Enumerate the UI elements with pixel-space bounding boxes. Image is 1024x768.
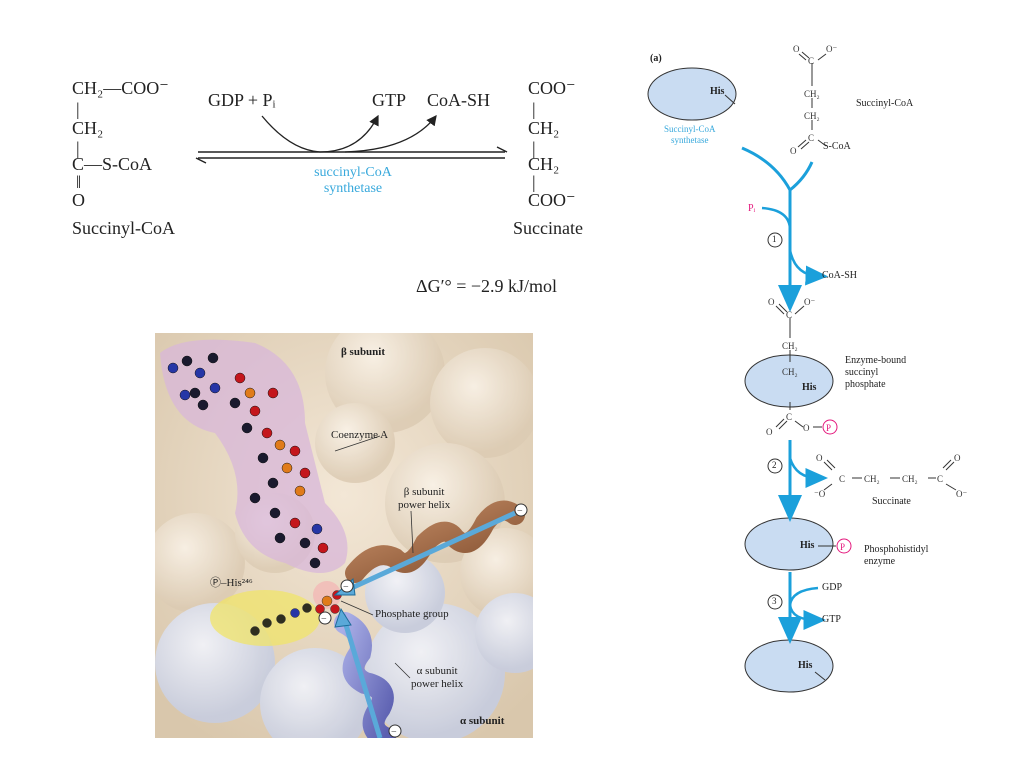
- gdp-pi-label: GDP + Pᵢ: [208, 90, 276, 110]
- intermediate-label-line2: succinyl: [845, 367, 879, 378]
- enzyme-ellipse-2: [744, 354, 834, 408]
- svg-text:O: O: [766, 427, 773, 437]
- svg-text:C: C: [808, 133, 814, 143]
- svg-text:−: −: [321, 614, 327, 625]
- beta-subunit-label: β subunit: [341, 346, 386, 358]
- svg-text:CH₂: CH₂: [782, 341, 798, 351]
- svg-text:C: C: [937, 474, 943, 484]
- p-bond-3: |: [532, 172, 536, 192]
- phosphohistidyl-label-line1: Phosphohistidyl: [864, 544, 929, 555]
- svg-text:CH₂: CH₂: [804, 89, 820, 99]
- step-1: 1: [772, 234, 777, 244]
- svg-text:P: P: [840, 542, 845, 552]
- structure-illustration: − − − −: [155, 333, 533, 738]
- panel-label: (a): [650, 53, 662, 64]
- gtp-label: GTP: [372, 90, 407, 110]
- his-label-4: His: [798, 660, 813, 671]
- intermediate-label: Enzyme-bound succinyl phosphate: [845, 355, 906, 391]
- intermediate-label-line3: phosphate: [845, 379, 886, 390]
- step-3: 3: [772, 596, 777, 606]
- phospho-his-label: Ⓟ–His²⁴⁶: [210, 577, 253, 589]
- enzyme-label: succinyl-CoA synthetase: [306, 165, 400, 197]
- step-2: 2: [772, 460, 777, 470]
- svg-text:O: O: [954, 453, 961, 463]
- enzyme-label-line2: synthetase: [323, 181, 383, 196]
- svg-text:O: O: [790, 146, 797, 156]
- enzyme-name: Succinyl-CoA synthetase: [664, 124, 716, 146]
- delta-g: ΔG′° = −2.9 kJ/mol: [416, 276, 558, 296]
- beta-helix-label-line2: power helix: [398, 499, 451, 511]
- double-bond: ‖: [76, 172, 82, 192]
- p-bond-2: |: [532, 138, 536, 158]
- svg-text:CH₂: CH₂: [864, 474, 880, 484]
- his-label-2: His: [802, 382, 817, 393]
- gdp-to-gtp-curve: [261, 114, 379, 153]
- svg-text:O⁻: O⁻: [956, 489, 967, 499]
- alpha-helix-label-line2: power helix: [411, 678, 464, 690]
- svg-text:CH₂: CH₂: [902, 474, 918, 484]
- alpha-helix-label: α subunit power helix: [411, 665, 463, 691]
- enzyme-label-line1: succinyl-CoA: [314, 165, 392, 180]
- his-label-3: His: [800, 540, 815, 551]
- enzyme-ellipse-3: [744, 517, 834, 571]
- svg-text:P: P: [826, 423, 831, 433]
- svg-text:C: C: [839, 474, 845, 484]
- beta-helix-label: β subunit power helix: [398, 486, 450, 512]
- svg-text:C: C: [786, 412, 792, 422]
- product-line2: CH₂: [528, 118, 560, 138]
- bond-1: |: [76, 99, 80, 119]
- svg-text:⁻O: ⁻O: [814, 489, 826, 499]
- coash-release-curve: [344, 114, 437, 153]
- coenzyme-a-label: Coenzyme A: [331, 429, 389, 441]
- product-line1: COO⁻: [528, 78, 576, 98]
- product-line3: CH₂: [528, 154, 560, 174]
- svg-text:−: −: [517, 506, 523, 517]
- svg-text:−: −: [391, 727, 397, 738]
- svg-text:O: O: [793, 44, 800, 54]
- coash-released-label: CoA-SH: [822, 270, 858, 281]
- beta-helix-label-line1: β subunit: [403, 486, 445, 498]
- svg-text:O⁻: O⁻: [804, 297, 815, 307]
- bond-2: |: [76, 138, 80, 158]
- svg-text:CH₂: CH₂: [804, 111, 820, 121]
- structure-image: − − − − β subunit Coenzyme A β subunit p…: [155, 333, 533, 738]
- svg-text:O: O: [803, 423, 810, 433]
- gdp-label: GDP: [822, 582, 843, 593]
- p-bond-1: |: [532, 99, 536, 119]
- svg-text:O: O: [816, 453, 823, 463]
- svg-text:O⁻: O⁻: [826, 44, 837, 54]
- succinate-label: Succinate: [872, 496, 911, 507]
- coash-label: CoA-SH: [427, 90, 491, 110]
- svg-text:−: −: [343, 582, 349, 593]
- enzyme-ellipse-1: [647, 67, 737, 121]
- alpha-helix-label-line1: α subunit: [416, 665, 458, 677]
- s-coa-label: S-CoA: [823, 141, 851, 152]
- succinyl-coa-structure: [797, 51, 827, 150]
- substrate-line4: O: [72, 190, 85, 210]
- substrate-name: Succinyl-CoA: [72, 218, 175, 238]
- substrate-line2: CH₂: [72, 118, 104, 138]
- product-name: Succinate: [513, 218, 583, 238]
- phosphate-group-label: Phosphate group: [375, 608, 449, 620]
- svg-text:C: C: [808, 56, 814, 66]
- alpha-subunit-label: α subunit: [460, 715, 505, 727]
- intermediate-label-line1: Enzyme-bound: [845, 355, 907, 366]
- substrate-line1: CH₂—COO⁻: [72, 78, 169, 98]
- pi-label: Pᵢ: [748, 203, 756, 214]
- enzyme-name-line1: Succinyl-CoA: [664, 124, 716, 134]
- product-line4: COO⁻: [528, 190, 576, 210]
- enzyme-name-line2: synthetase: [671, 135, 709, 145]
- succinyl-coa-label: Succinyl-CoA: [856, 98, 914, 109]
- substrate-line3: C—S-CoA: [72, 154, 153, 174]
- enzyme-ellipse-4: [744, 639, 834, 693]
- svg-text:O: O: [768, 297, 775, 307]
- gtp-label-mech: GTP: [822, 614, 841, 625]
- phosphohistidyl-label-line2: enzyme: [864, 556, 896, 567]
- svg-text:C: C: [786, 310, 792, 320]
- his-label-1: His: [710, 86, 725, 97]
- svg-text:CH₂: CH₂: [782, 367, 798, 377]
- phosphohistidyl-label: Phosphohistidyl enzyme: [864, 544, 928, 568]
